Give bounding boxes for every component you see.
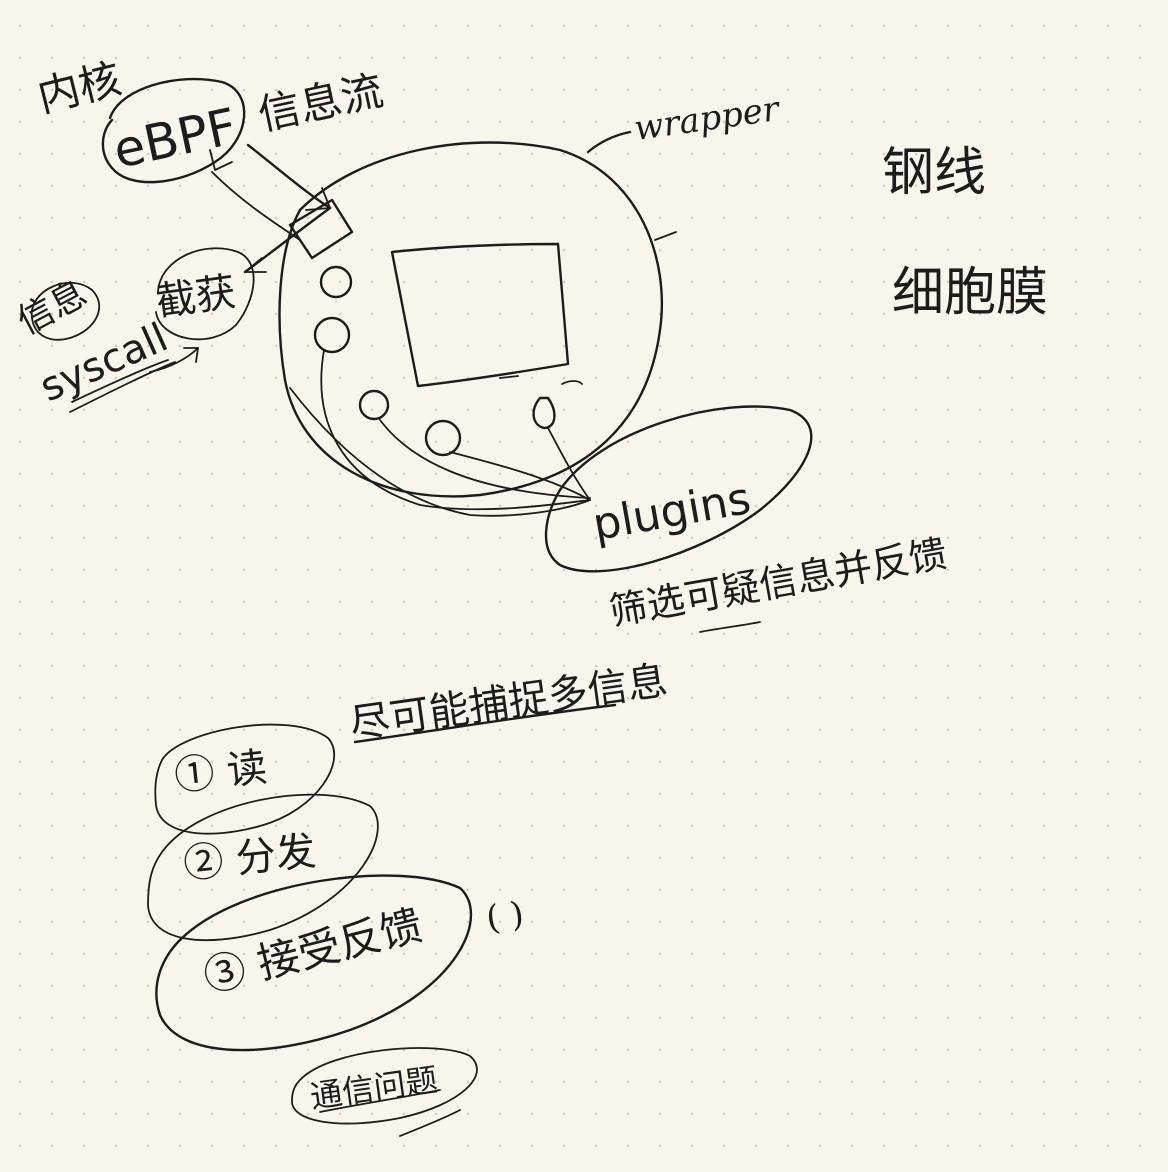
- info-ellipse: [31, 281, 101, 341]
- intercept-arrow-head: [244, 257, 267, 273]
- capture-more-label: 尽可能捕捉多信息: [347, 658, 670, 748]
- port-circle-1: [319, 265, 353, 299]
- port-circle-5: [532, 396, 556, 430]
- step1-ellipse: [154, 723, 336, 835]
- step2-ellipse: [147, 793, 379, 941]
- comm-problem-ellipse: [291, 1047, 478, 1125]
- paren-label: ( ): [484, 894, 527, 939]
- filter-feedback-label: 筛选可疑信息并反馈: [606, 531, 950, 634]
- wrapper-circle: [278, 141, 664, 498]
- steel-wire-label: 钢线: [882, 143, 986, 203]
- info-stream-label: 信息流: [254, 66, 387, 140]
- step1-label: ① 读: [172, 745, 269, 800]
- wrapper-label: wrapper: [632, 89, 783, 149]
- core-square-tick-2: [561, 380, 583, 385]
- step3-label: ③ 接受反馈: [199, 900, 428, 1002]
- intercept-label: 截获: [153, 269, 239, 326]
- intercept-box: [288, 198, 354, 260]
- comm-problem-tail: [399, 1109, 461, 1137]
- syscall-underline: [69, 361, 176, 413]
- comm-problem-underline: [319, 1089, 441, 1113]
- intercept-ellipse: [155, 247, 255, 341]
- connector-3: [379, 419, 591, 499]
- syscall-arrow-head: [183, 347, 199, 363]
- ebpf-arrow-1: [211, 171, 301, 241]
- wrapper-tick: [654, 231, 677, 241]
- port-circle-3: [358, 389, 390, 421]
- syscall-arrow: [149, 347, 199, 373]
- ebpf-ellipse: [101, 77, 246, 184]
- port-circle-2: [313, 316, 351, 354]
- syscall-underline-2: [71, 359, 169, 403]
- ebpf-arrow-1-head: [209, 149, 233, 171]
- plugins-ellipse: [544, 405, 813, 573]
- step3-ellipse: [155, 874, 473, 1052]
- core-square: [390, 242, 570, 388]
- step2-label: ② 分发: [181, 828, 318, 888]
- connector-1: [320, 349, 591, 511]
- port-circle-4: [424, 419, 462, 457]
- core-square-tick: [499, 375, 519, 379]
- wrapper-leader: [586, 130, 632, 154]
- comm-problem-label: 通信问题: [308, 1060, 440, 1115]
- connector-4: [449, 451, 591, 501]
- connector-5: [547, 427, 591, 501]
- cell-membrane-label: 细胞膜: [892, 263, 1048, 323]
- plugins-label: plugins: [589, 473, 754, 551]
- capture-underline: [353, 703, 617, 744]
- info-stream-arrow: [246, 143, 332, 210]
- filter-underline: [699, 621, 761, 633]
